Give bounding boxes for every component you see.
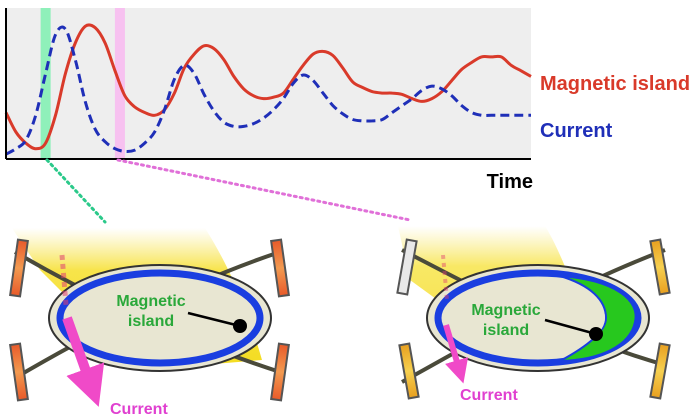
connector-pink-dotted — [116, 158, 412, 222]
x-axis-label: Time — [487, 171, 533, 193]
plasma-core-right — [445, 280, 605, 356]
island-dot-right — [589, 327, 603, 341]
coil-right-bottom-right — [649, 342, 671, 400]
coil-right-top-left — [396, 238, 418, 296]
current-label-left: Current — [110, 401, 168, 418]
legend-current: Current — [540, 120, 613, 142]
series-lines — [4, 23, 532, 156]
blue-band-right — [434, 269, 642, 367]
coil-right-bottom-left — [398, 342, 420, 400]
coil-left-top-right — [270, 238, 290, 298]
highlight-band-1 — [40, 8, 51, 159]
island-pointer-right — [544, 318, 597, 336]
island-pointer-left — [187, 311, 241, 328]
current-arrow-right — [443, 324, 469, 384]
island-region-right — [559, 275, 637, 362]
series-current-line — [5, 25, 531, 156]
island-dot-left — [233, 319, 247, 333]
coil-right-top-right — [649, 238, 671, 296]
coil-left-bottom-left — [9, 342, 29, 402]
coil-left-bottom-right — [270, 342, 290, 402]
plasma-core-left — [66, 278, 254, 358]
connector-green-dotted — [45, 158, 107, 224]
current-arrow-left — [62, 316, 105, 407]
plot-background — [6, 8, 531, 159]
legend-magnetic-island: Magnetic island — [540, 73, 690, 95]
time-chart: Time Magnetic island Current — [4, 8, 690, 193]
current-label-right: Current — [460, 387, 518, 404]
coil-left-top-left — [9, 238, 29, 298]
blue-band-left — [56, 269, 264, 367]
